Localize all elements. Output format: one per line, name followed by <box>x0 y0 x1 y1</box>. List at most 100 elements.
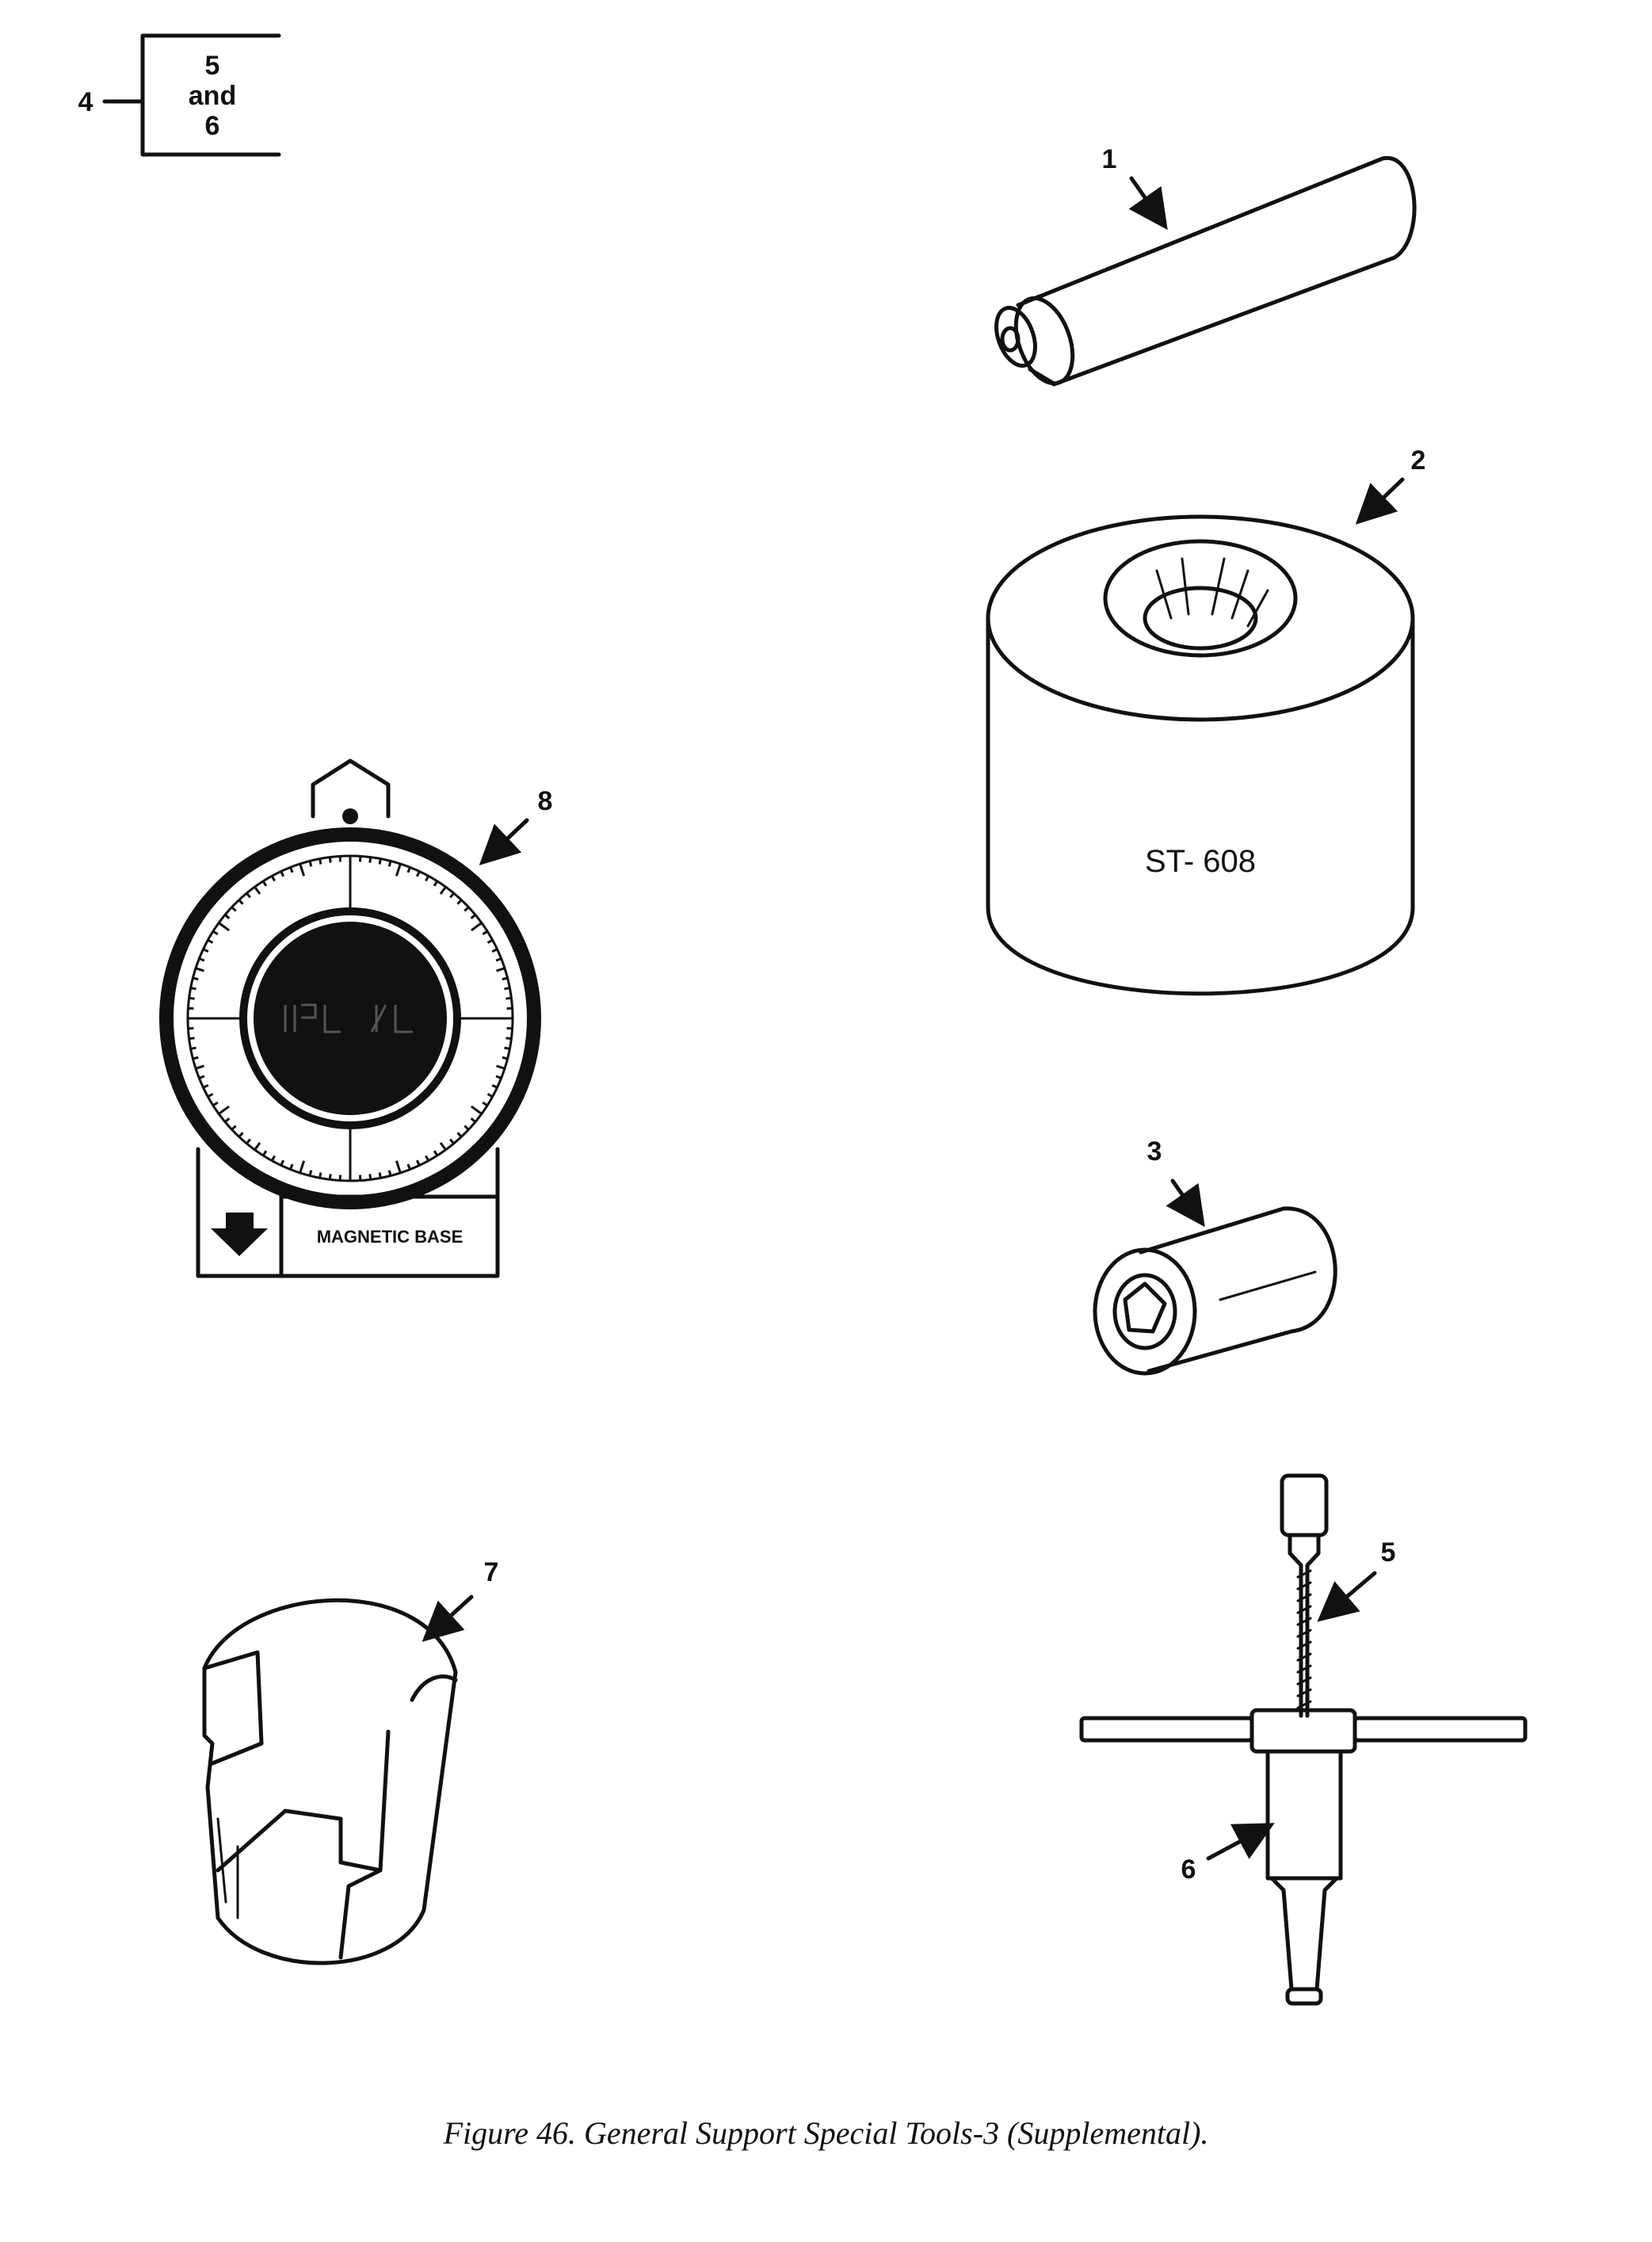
dial-tick <box>270 1155 276 1162</box>
dial-tick <box>495 1075 502 1079</box>
dial-tick <box>193 976 199 981</box>
dial-tick <box>449 892 455 899</box>
st-608-marking: ST- 608 <box>1145 844 1256 879</box>
dial-tick <box>464 906 470 912</box>
magnetic-base-marking: MAGNETIC BASE <box>317 1227 464 1247</box>
callout-2: 2 <box>1411 445 1426 476</box>
dial-tick <box>231 906 237 912</box>
dial-tick <box>439 1142 447 1151</box>
dial-tick <box>368 857 372 863</box>
bracket-label-and: and <box>189 81 236 111</box>
tool-8-dial-indicator <box>159 758 541 1278</box>
dial-tick <box>231 1125 237 1131</box>
dial-tick <box>502 1056 508 1060</box>
dial-tick <box>254 1142 261 1151</box>
dial-tick <box>212 1101 219 1107</box>
dial-tick <box>246 1138 251 1144</box>
dial-tick <box>439 886 447 895</box>
callout-8: 8 <box>538 786 553 816</box>
dial-tick <box>319 1172 322 1178</box>
dial-tick <box>433 1150 439 1156</box>
callout-1: 1 <box>1102 144 1117 174</box>
dial-tick <box>415 1159 421 1167</box>
callout-6-arrow <box>1206 1823 1275 1861</box>
dial-tick <box>289 1163 294 1171</box>
dial-tick <box>387 861 392 867</box>
dial-tick <box>238 899 244 905</box>
dial-tick <box>218 1105 230 1115</box>
callout-3: 3 <box>1147 1136 1162 1167</box>
tool-1-rod <box>994 156 1417 387</box>
dial-tick <box>456 899 463 905</box>
dial-tick <box>195 967 204 972</box>
dial-tick <box>261 880 268 887</box>
callout-2-arrow <box>1355 477 1405 525</box>
dial-tick <box>486 1093 494 1098</box>
dial-tick <box>395 1160 402 1174</box>
bracket-label-6: 6 <box>205 111 220 141</box>
dial-tick <box>482 1101 488 1107</box>
dial-tick <box>495 957 502 962</box>
dial-tick <box>471 922 483 932</box>
dial-tick <box>189 996 195 1000</box>
bracket-label-4: 4 <box>78 87 93 117</box>
dial-tick <box>280 870 285 877</box>
dial-tick <box>395 863 402 877</box>
dial-tick <box>207 1093 214 1098</box>
down-arrow-icon <box>211 1213 268 1256</box>
dial-tick <box>491 948 498 953</box>
dial-tick <box>198 957 205 962</box>
dial-tick <box>496 967 506 972</box>
dial-tick <box>218 922 230 932</box>
figure-caption: Figure 46. General Support Special Tools… <box>443 2115 1209 2151</box>
dial-tick <box>425 875 430 882</box>
dial-tick <box>198 1075 205 1079</box>
dial-tick <box>261 1150 268 1156</box>
dial-tick <box>470 914 476 919</box>
dial-tick <box>308 861 313 867</box>
callout-6: 6 <box>1181 1854 1196 1885</box>
dial-tick <box>425 1155 430 1162</box>
dial-tick <box>254 886 261 895</box>
dial-tick <box>212 930 219 936</box>
callout-5-arrow <box>1317 1571 1377 1622</box>
dial-tick <box>193 1056 199 1060</box>
dial-tick <box>491 1083 498 1089</box>
dial-tick <box>504 987 510 991</box>
dial-tick <box>415 870 421 877</box>
callout-1-arrow <box>1128 176 1168 231</box>
tool-2-cylinder <box>986 514 1415 996</box>
dial-tick <box>202 1083 209 1089</box>
dial-tick <box>502 976 508 981</box>
dial-tick <box>224 914 231 919</box>
dial-tick <box>471 1105 483 1115</box>
dial-tick <box>368 1174 372 1180</box>
tool-3-socket <box>1093 1206 1337 1376</box>
dial-tick <box>406 1163 411 1171</box>
callout-7: 7 <box>484 1557 499 1587</box>
dial-tick <box>299 1160 306 1174</box>
dial-tick <box>456 1132 463 1138</box>
callout-3-arrow <box>1166 1178 1205 1228</box>
dial-tick <box>406 866 411 873</box>
callout-8-arrow <box>479 818 529 865</box>
dial-tick <box>190 987 196 991</box>
dial-tick <box>238 1132 244 1138</box>
dial-tick <box>387 1170 392 1176</box>
dial-tick <box>246 892 251 899</box>
dial-tick <box>202 948 209 953</box>
dial-tick <box>308 1170 313 1176</box>
dial-tick <box>433 880 439 887</box>
callout-5: 5 <box>1381 1537 1396 1568</box>
callout-7-arrow <box>422 1595 474 1642</box>
dial-tick <box>195 1064 204 1070</box>
dial-tick <box>506 1037 512 1041</box>
bracket-legend: 4 5 and 6 <box>78 33 281 157</box>
dial-tick <box>207 938 214 944</box>
bracket-label-5: 5 <box>205 51 220 81</box>
dial-tick <box>319 858 322 865</box>
dial-tick <box>470 1117 476 1123</box>
dial-tick <box>449 1138 455 1144</box>
dial-tick <box>289 866 294 873</box>
